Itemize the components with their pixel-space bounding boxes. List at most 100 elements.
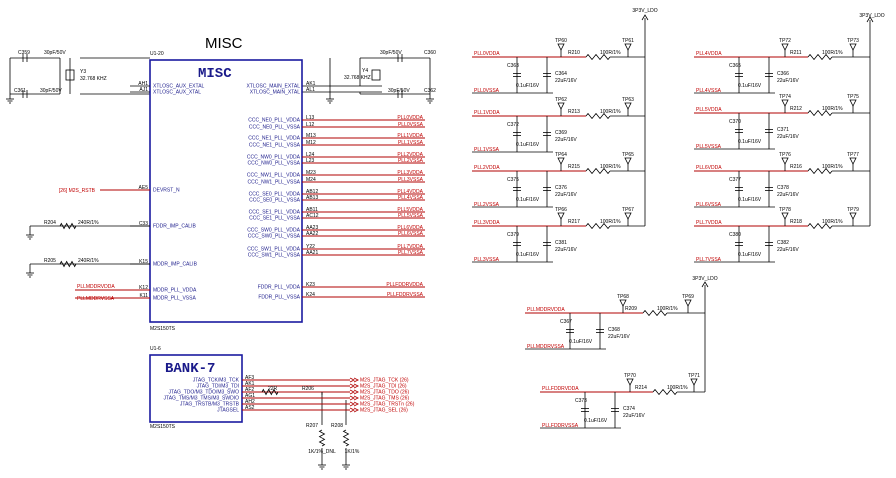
cap-ref: C363: [507, 63, 519, 69]
resistor-symbol: [807, 109, 833, 117]
resistor-symbol: [807, 53, 833, 61]
pin-number: AB12: [306, 189, 318, 195]
resistor-symbol: [318, 429, 326, 447]
net-label: PLLMDDRVSSA: [527, 344, 565, 350]
cap-value: 0.1uF/16V: [584, 418, 608, 424]
net-label: M2S_JTAG_TMS (26): [360, 396, 409, 402]
test-point-symbol: [849, 43, 857, 51]
test-point: TP74: [779, 94, 791, 107]
test-point-label: TP65: [622, 152, 634, 158]
pin-name: XTLOSC_MAIN_EXTAL: [246, 84, 300, 90]
test-point: TP61: [622, 38, 634, 51]
cap-value: 22uF/16V: [555, 78, 577, 84]
pin-name: CCC_SW0_PLL_VDDA: [247, 228, 300, 234]
ground-symbol: [6, 96, 14, 104]
resistor-ref: R216: [790, 164, 802, 170]
resistor-symbol: [342, 429, 350, 447]
cap-value: 0.1uF/16V: [516, 197, 540, 203]
resistor-zigzag: [585, 222, 611, 230]
capacitor-symbol: [735, 187, 743, 191]
pin-name: CCC_NE1_PLL_VDDA: [248, 136, 300, 142]
test-point-symbol: [624, 102, 632, 110]
pin-number: M12: [306, 140, 316, 146]
test-point: TP72: [779, 38, 791, 51]
resistor-ref: R211: [790, 50, 802, 56]
resistor-zigzag: [642, 309, 668, 317]
net-label: PLL1VDDA: [397, 133, 423, 139]
cap-value: 22uF/16V: [777, 78, 799, 84]
test-point-symbol: [849, 212, 857, 220]
resistor-ref: R207: [306, 423, 318, 429]
cap-ref: C366: [777, 71, 789, 77]
test-point-label: TP71: [688, 373, 700, 379]
test-point: TP67: [622, 207, 634, 220]
cap-value: 22uF/16V: [623, 413, 645, 419]
cap-value: 30pF/50V: [44, 50, 66, 56]
cap-ref: C382: [777, 240, 789, 246]
pin-name: JTAGSEL: [217, 408, 239, 414]
test-point: TP73: [847, 38, 859, 51]
net-label: PLL5VSSA: [696, 144, 722, 150]
cap-value: 22uF/16V: [608, 334, 630, 340]
capacitor-symbol: [513, 132, 521, 136]
resistor-value: 100R/1%: [600, 164, 621, 170]
cap-ref: C381: [555, 240, 567, 246]
cap-value: 0.1uF/16V: [516, 83, 540, 89]
resistor-value: 240R/1%: [78, 220, 99, 226]
net-label: PLL0VDDA: [474, 51, 500, 57]
resistor-symbol: [585, 53, 611, 61]
cap-value: 22uF/16V: [777, 192, 799, 198]
resistor-zigzag: [807, 222, 833, 230]
cap-ref: C361: [14, 88, 26, 94]
pin-name: XTLOSC_AUX_XTAL: [153, 90, 201, 96]
pin-number: AB13: [306, 195, 318, 201]
resistor-zigzag: [585, 112, 611, 120]
cap-ref: C365: [729, 63, 741, 69]
pin-name: CCC_SE0_PLL_VSSA: [249, 198, 301, 204]
test-point-label: TP66: [555, 207, 567, 213]
pin-name: CCC_SE0_PLL_VDDA: [249, 192, 301, 198]
ground-symbol: [326, 96, 334, 104]
pin-name: MDDR_PLL_VDDA: [153, 288, 197, 294]
test-point-symbol: [684, 299, 692, 307]
test-point-symbol: [624, 43, 632, 51]
net-label: PLL2VDDA: [474, 165, 500, 171]
net-label: PLLMDDRVSSA: [77, 296, 115, 302]
test-point: TP71: [688, 373, 700, 386]
cap-value: 30pF/50V: [388, 88, 410, 94]
net-label: PLL5VDDA: [696, 107, 722, 113]
pin-name: CCC_SE1_PLL_VDDA: [249, 210, 301, 216]
pin-name: JTAG_TDO/M3_TDO/M3_SWO: [169, 390, 240, 396]
pin-number: K24: [306, 292, 315, 298]
net-label: PLLFDDRVSSA: [542, 423, 579, 429]
resistor-ref: R210: [568, 50, 580, 56]
test-point-symbol: [619, 299, 627, 307]
crystal-symbol: [65, 69, 75, 81]
resistor-value: 100R/1%: [657, 306, 678, 312]
net-label: PLL6VSSA: [398, 231, 424, 237]
pin-number: L23: [306, 158, 315, 164]
test-point-label: TP74: [779, 94, 791, 100]
net-label: PLL3VDDA: [397, 170, 423, 176]
static-wires: [9, 57, 431, 462]
test-point: TP70: [624, 373, 636, 386]
net-label: PLL4VSSA: [696, 88, 722, 94]
pin-number: AJ1: [139, 87, 148, 93]
test-point-label: TP62: [555, 97, 567, 103]
cap-ref: C360: [424, 50, 436, 56]
net-label: PLL6VSSA: [696, 202, 722, 208]
net-label: M2S_JTAG_TRSTn (26): [360, 402, 415, 408]
pin-name: CCC_NW1_PLL_VSSA: [247, 180, 300, 186]
test-point: TP65: [622, 152, 634, 165]
resistor-zigzag: [807, 109, 833, 117]
resistor-zigzag: [59, 260, 77, 268]
cap-ref: C375: [507, 177, 519, 183]
test-point-label: TP77: [847, 152, 859, 158]
pin-number: Y22: [306, 244, 315, 250]
test-point-symbol: [849, 157, 857, 165]
resistor-value: 100R/1%: [822, 50, 843, 56]
net-label: PLL5VDDA: [397, 207, 423, 213]
resistor-zigzag: [585, 167, 611, 175]
net-label: PLL1VDDA: [474, 110, 500, 116]
